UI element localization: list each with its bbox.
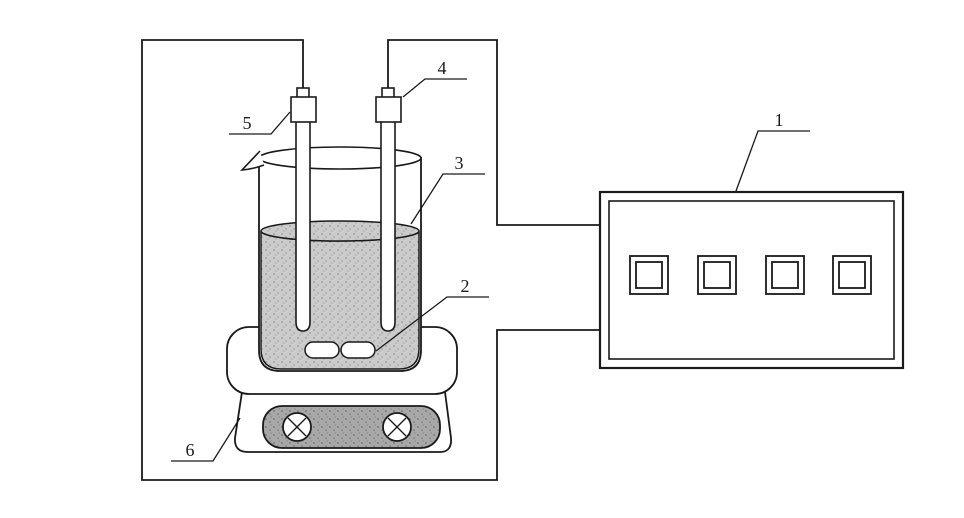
- leader-line-6: [171, 417, 241, 462]
- leader-line-4: [402, 78, 467, 98]
- electrode-left-tube: [295, 120, 311, 332]
- electrode-right: [375, 87, 402, 332]
- wire-right-circuit: [387, 39, 600, 226]
- stir-bar: [304, 341, 376, 359]
- beaker-spout: [239, 150, 265, 171]
- knob-cross-icon: [387, 417, 407, 437]
- control-unit: [598, 190, 905, 370]
- label-magnetic-stirrer: 6: [186, 440, 195, 460]
- electrode-left: [290, 87, 317, 332]
- label-stir-bar: 2: [461, 276, 470, 296]
- unit-button-3-inner: [771, 261, 799, 289]
- leader-line-5: [229, 111, 291, 135]
- electrode-left-cap: [290, 96, 317, 123]
- electrode-right-tube: [380, 120, 396, 332]
- unit-button-1-inner: [635, 261, 663, 289]
- knob-cross-icon: [287, 417, 307, 437]
- label-control-unit: 1: [775, 110, 784, 130]
- wire-left-circuit: [141, 39, 600, 481]
- stir-bar-left-capsule: [304, 341, 340, 359]
- stirrer-knob-right: [382, 412, 412, 442]
- label-electrode-right: 4: [438, 58, 447, 78]
- leader-line-3: [410, 173, 485, 225]
- unit-button-2-inner: [703, 261, 731, 289]
- leader-line-1: [735, 130, 810, 192]
- unit-button-4-inner: [838, 261, 866, 289]
- leader-line-2: [375, 296, 489, 352]
- stirrer-knob-left: [282, 412, 312, 442]
- circuit-wires: [141, 39, 600, 481]
- label-solution: 3: [455, 153, 464, 173]
- leader-lines: [171, 78, 810, 462]
- labels: 1 2 3 4 5 6: [186, 58, 784, 460]
- control-unit-buttons: [629, 255, 872, 295]
- label-electrode-left: 5: [243, 113, 252, 133]
- stir-bar-right-capsule: [340, 341, 376, 359]
- beaker-outline: [258, 157, 422, 372]
- electrode-right-cap: [375, 96, 402, 123]
- electrodes: [290, 87, 402, 332]
